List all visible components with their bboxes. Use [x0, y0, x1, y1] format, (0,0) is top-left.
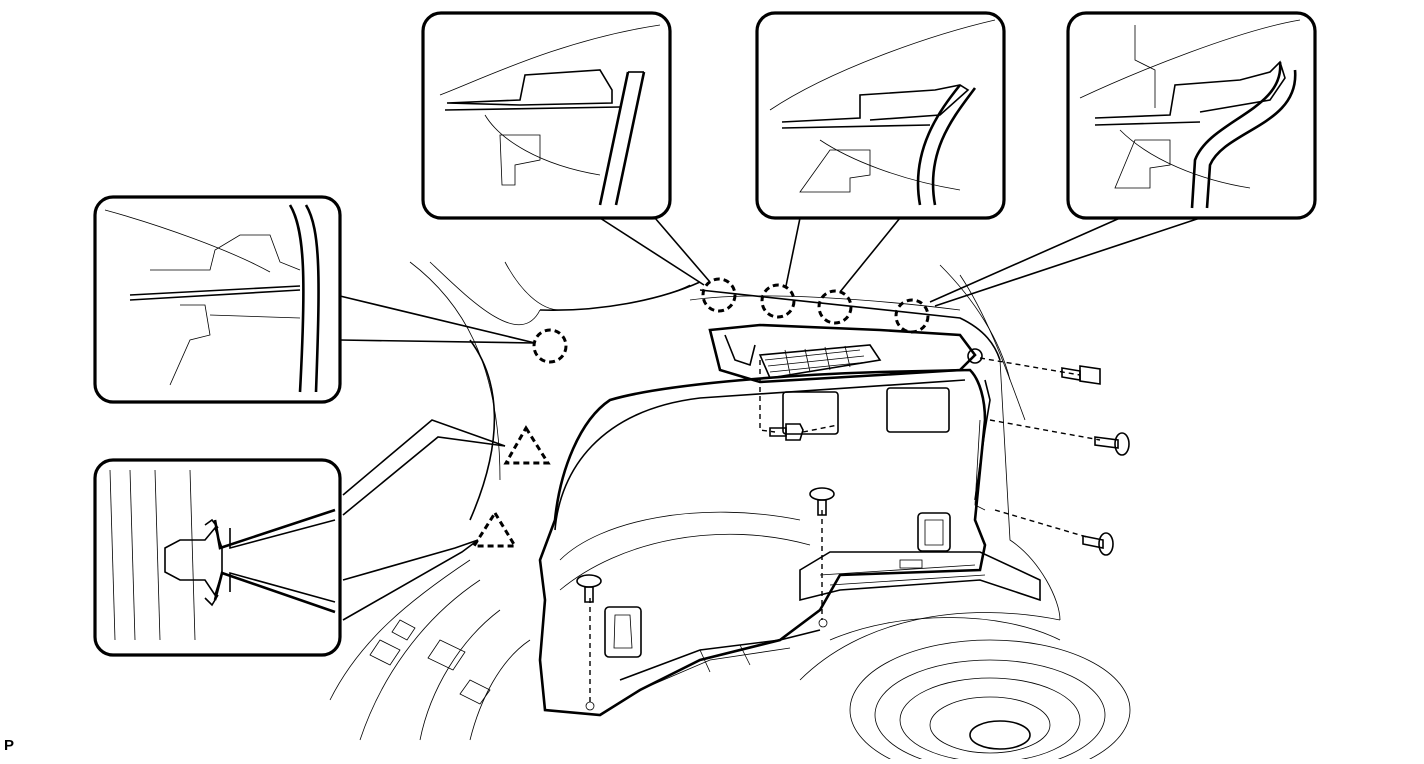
dashed-circle-icon: [894, 298, 930, 334]
detail-callout-1: [421, 11, 672, 220]
bolt-icon: [1061, 365, 1101, 385]
push-clip-icon: [809, 487, 835, 516]
push-clip-icon: [1082, 532, 1114, 556]
tie-down-hook-upper: [917, 512, 951, 552]
bolt-icon: [769, 423, 839, 441]
detail-callout-icon: [93, 458, 342, 657]
detail-callout-icon: [1066, 11, 1317, 220]
panel-opening-left: [782, 391, 839, 435]
vent-grille: [758, 344, 882, 379]
dashed-circle-icon: [817, 289, 853, 325]
dashed-circle-icon: [532, 328, 568, 364]
panel-opening-right: [886, 387, 950, 433]
figure-code-label: P: [4, 737, 15, 754]
vehicle-body-outline: [329, 261, 1061, 741]
detail-callout-5: [93, 458, 342, 657]
detail-callout-icon: [755, 11, 1006, 220]
floor-bracket: [799, 551, 1041, 602]
detail-callout-3: [1066, 11, 1317, 220]
push-clip-icon: [576, 574, 602, 603]
spare-tire-well: [799, 612, 1131, 764]
detail-callout-2: [755, 11, 1006, 220]
callout-leaders: [339, 217, 1201, 621]
quarter-trim-panel: [538, 323, 991, 717]
dashed-circle-icon: [701, 277, 737, 313]
detail-callout-icon: [93, 195, 342, 404]
push-clip-icon: [1094, 432, 1130, 456]
tie-down-hook-lower: [604, 606, 642, 658]
dashed-triangle-icon: [503, 425, 551, 465]
dashed-triangle-icon: [471, 510, 518, 548]
fasteners: [576, 348, 1130, 711]
detail-callout-icon: [421, 11, 672, 220]
dashed-circle-icon: [760, 283, 796, 319]
detail-callout-4: [93, 195, 342, 404]
clip-locations: [471, 277, 930, 548]
